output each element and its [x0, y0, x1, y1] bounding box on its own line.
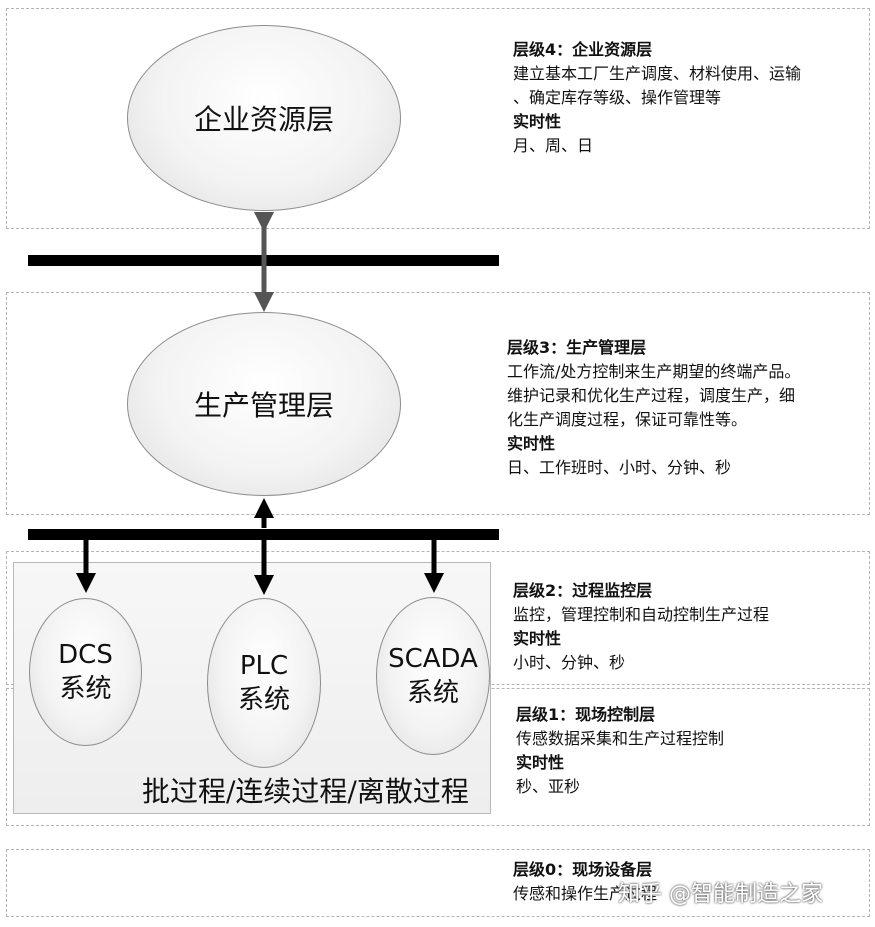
dcs-node: DCS 系统: [29, 598, 142, 746]
level-2-info: 层级2：过程监控层 监控，管理控制和自动控制生产过程 实时性 小时、分钟、秒: [513, 579, 769, 675]
level-3-info: 层级3：生产管理层 工作流/处方控制来生产期望的终端产品。 维护记录和优化生产过…: [507, 336, 800, 480]
level-3-realtime-label: 实时性: [507, 434, 556, 453]
level-3-desc-3: 化生产调度过程，保证可靠性等。: [507, 410, 748, 429]
level-2-realtime-label: 实时性: [513, 629, 562, 648]
level-2-desc-1: 监控，管理控制和自动控制生产过程: [513, 605, 770, 624]
mes-node-label: 生产管理层: [193, 389, 334, 422]
level-3-desc-2: 维护记录和优化生产过程，调度生产，细: [507, 386, 796, 405]
level-1-realtime-label: 实时性: [516, 753, 565, 772]
level-0-info: 层级0：现场设备层 传感和操作生产过程: [513, 858, 657, 906]
level-3-realtime: 日、工作班时、小时、分钟、秒: [507, 458, 732, 477]
scada-node: SCADA 系统: [376, 597, 490, 755]
dcs-node-line2: 系统: [59, 674, 112, 704]
level-4-desc-1: 建立基本工厂生产调度、材料使用、运输: [513, 64, 802, 83]
level-4-info: 层级4：企业资源层 建立基本工厂生产调度、材料使用、运输 、确定库存等级、操作管…: [513, 38, 801, 158]
watermark: 知乎 @智能制造之家: [618, 882, 823, 907]
level-2-title: 层级2：过程监控层: [513, 581, 653, 600]
level-3-panel: [6, 292, 870, 515]
scada-node-line1: SCADA: [388, 644, 478, 674]
level-3-title: 层级3：生产管理层: [507, 338, 647, 357]
level-0-panel: [6, 849, 870, 917]
level-1-realtime: 秒、亚秒: [516, 777, 581, 796]
level-0-title: 层级0：现场设备层: [513, 860, 653, 879]
plc-node-line1: PLC: [239, 651, 289, 681]
level-1-title: 层级1：现场控制层: [516, 705, 656, 724]
dcs-node-line1: DCS: [58, 640, 113, 670]
level-1-info: 层级1：现场控制层 传感数据采集和生产过程控制 实时性 秒、亚秒: [516, 703, 724, 799]
level-4-realtime-label: 实时性: [513, 112, 562, 131]
plc-node: PLC 系统: [207, 598, 321, 768]
network-bus-lower: [28, 529, 499, 540]
erp-node: 企业资源层: [127, 25, 401, 211]
level-4-title: 层级4：企业资源层: [513, 40, 653, 59]
level-3-desc-1: 工作流/处方控制来生产期望的终端产品。: [507, 362, 801, 381]
level-0-desc-1: 传感和操作生产过程: [513, 884, 658, 903]
level-1-desc-1: 传感数据采集和生产过程控制: [516, 729, 725, 748]
level-4-panel: [6, 8, 870, 229]
mes-node: 生产管理层: [127, 312, 401, 496]
process-type-label: 批过程/连续过程/离散过程: [142, 775, 469, 808]
level-4-desc-2: 、确定库存等级、操作管理等: [513, 88, 722, 107]
level-2-realtime: 小时、分钟、秒: [513, 653, 626, 672]
plc-node-line2: 系统: [237, 685, 290, 715]
erp-node-label: 企业资源层: [193, 103, 334, 136]
scada-node-line2: 系统: [406, 678, 459, 708]
level-4-realtime: 月、周、日: [513, 136, 594, 155]
